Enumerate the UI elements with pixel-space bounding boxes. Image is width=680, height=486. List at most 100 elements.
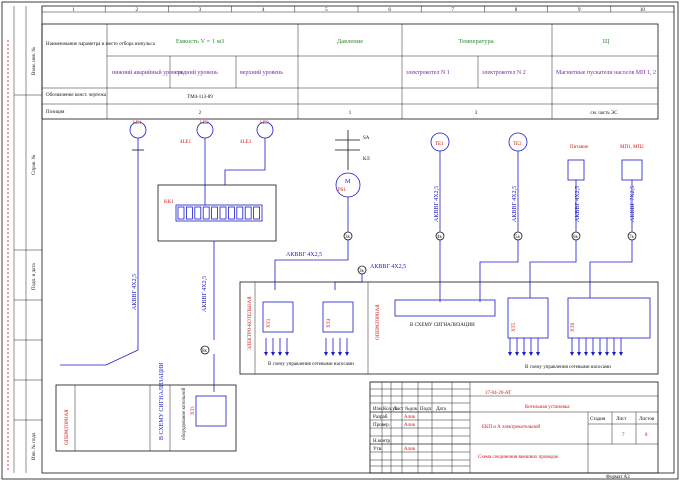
sensor-label: LE1 (133, 121, 142, 126)
group-pressure: Давление (337, 38, 363, 45)
signal-label: В СХЕМУ СИГНАЛИЗАЦИИ (410, 323, 475, 328)
sensor-label: 4LE1 (180, 140, 192, 145)
column-number: 2 (136, 8, 139, 13)
arrow-icon (324, 352, 328, 356)
row-label-param: Наименование параметра и место отбора им… (46, 42, 156, 47)
wiring (60, 150, 633, 392)
margin-label: Справ. № (31, 154, 37, 175)
param-pumps: Магнитные пускатели насосов МП 1, 2 (556, 70, 656, 76)
stamp-signer: Алик (404, 423, 416, 428)
switch-label: SA (363, 136, 370, 141)
doc-code: ТМ4-113-89 (187, 95, 213, 100)
terminal (236, 206, 244, 220)
cable-mark: 3к (359, 269, 365, 274)
terminal (227, 206, 235, 220)
arrow-icon (577, 352, 581, 356)
arrow-icon (529, 352, 533, 356)
pos-shield: см. часть ЭС (590, 111, 618, 116)
column-number: 7 (452, 8, 455, 13)
stage-head: Стадия (590, 417, 606, 422)
stamp-role: Утв. (373, 447, 382, 452)
terminal (185, 206, 193, 220)
arrow-icon (271, 352, 275, 356)
zone-label: ЭЛЕКТРО-КОТЕЛЬНАЯ (248, 296, 253, 350)
stamp-col-head: Лист (393, 407, 404, 412)
header-table: Наименование параметра и место отбора им… (41, 23, 659, 120)
arrow-icon (278, 352, 282, 356)
terminal (244, 206, 252, 220)
stamp-signer: Алик (404, 415, 416, 420)
column-number: 1 (72, 8, 75, 13)
cable-mark: 7к (629, 235, 635, 240)
arrow-icon (612, 352, 616, 356)
sensor-le1: LE1 (129, 121, 147, 151)
param-boiler2: электрокотел N 2 (482, 70, 526, 76)
box-label: XT1 (191, 405, 196, 415)
cable-mark: 5к (515, 235, 521, 240)
pressure-switch: SA КЛ M PS1 (335, 130, 370, 232)
cable-mark: 6к (573, 235, 579, 240)
stamp-role: Провер. (373, 423, 390, 428)
group-temperature: Температура (458, 38, 493, 45)
left-margin: Взам. инв. № Справ. № Подп. и дата Инв. … (7, 6, 42, 473)
terminal (211, 206, 219, 220)
pumps-ctrl-label: В схему управления сетевыми насосами (268, 362, 354, 367)
column-number: 10 (640, 8, 646, 13)
column-number: 9 (578, 8, 581, 13)
cable-label: АКВВГ 4Х2,5 (434, 186, 440, 222)
arrow-icon (331, 352, 335, 356)
box-label: XT3 (267, 318, 272, 328)
arrow-icon (591, 352, 595, 356)
stamp-role: Н.контр. (373, 439, 391, 444)
cable-label: АКВВГ 4Х2,5 (286, 252, 322, 258)
sensor-label: 4LE3 (240, 140, 252, 145)
stamp-col-head: Подп. (420, 407, 432, 412)
box-label: XT4 (327, 318, 332, 328)
margin-label: Подп. и дата (32, 263, 37, 290)
stamp-col-head: №док. (405, 406, 419, 412)
group-tank: Емкость V = 1 м3 (176, 38, 224, 45)
row-label-doc: Обозначение конст. чертежа (46, 93, 107, 98)
cable-mark: 4к (437, 235, 443, 240)
column-number: 4 (262, 8, 265, 13)
param-low: нижний аварийный уровень (112, 69, 184, 76)
arrow-icon (536, 352, 540, 356)
company-name: Котельная установка (525, 405, 570, 410)
pos-temperature: 3 (475, 111, 478, 116)
column-number: 3 (199, 8, 202, 13)
supply-label: Питание (570, 145, 589, 150)
sensor-te1: TE1 (430, 132, 450, 232)
cable-label: АКВВГ 4Х2,5 (202, 276, 208, 312)
arrow-icon (338, 352, 342, 356)
cable-label: АКВВГ 4Х2,5 (512, 186, 518, 222)
mp-terminals: МП1, МП2 (620, 145, 644, 232)
doc-code: 37-04-20-АТ (485, 391, 511, 396)
sheet-title: Схема соединения внешних проводок (478, 455, 559, 460)
stamp-col-head: Изм. (373, 407, 383, 412)
sensor-te2: TE2 (508, 132, 528, 232)
cable-mark: 3к (345, 235, 351, 240)
sensor-label: TE1 (435, 142, 444, 147)
cable-markers: 3к 4к 5к 6к 7к 3к 8к (200, 231, 637, 355)
arrow-icon (605, 352, 609, 356)
format-label: Формат А3 (606, 475, 630, 480)
column-number: 8 (515, 8, 518, 13)
pos-pressure: 1 (349, 111, 352, 116)
ceiling-label: оборудование котельной (182, 387, 187, 440)
box-label: KK1 (164, 200, 174, 205)
cable-label: АКВВГ 4Х2,5 (575, 186, 581, 222)
sheets-count: 8 (645, 433, 648, 438)
sensor-label: TE2 (513, 142, 522, 147)
zone-label: ОПЕРАТОРНАЯ (65, 409, 70, 445)
sheet-number: 7 (622, 433, 625, 438)
arrow-icon (264, 352, 268, 356)
sensor-label: LE3 (260, 121, 269, 126)
sheet-head: Лист (616, 417, 627, 422)
terminal (219, 206, 227, 220)
cable-mark: 8к (202, 349, 208, 354)
motor-label: M (345, 179, 351, 185)
supply-terminals: Питание (567, 145, 589, 232)
